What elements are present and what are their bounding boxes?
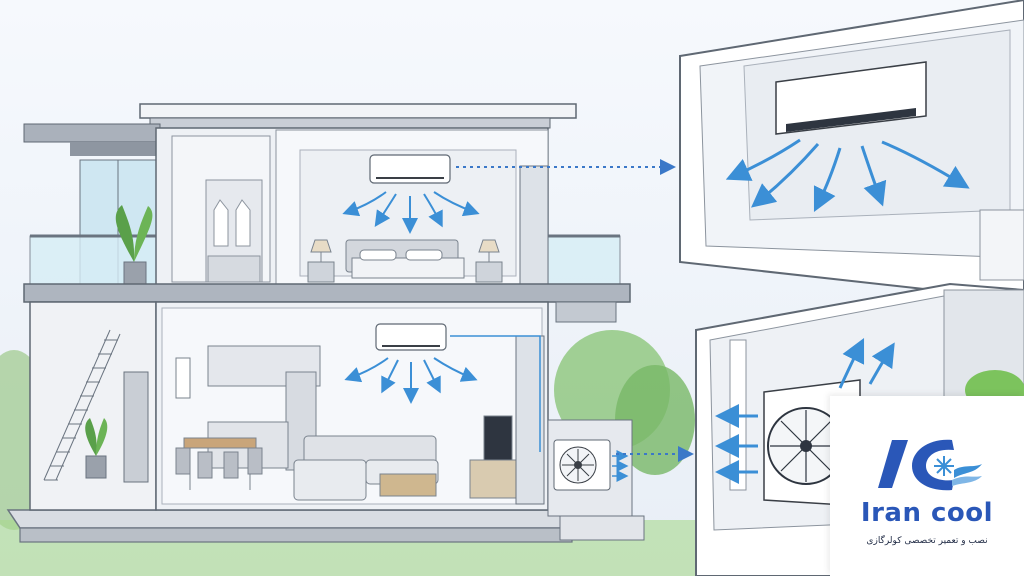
bed <box>345 239 465 279</box>
airflow-arrows-lower <box>344 357 478 404</box>
snowflake-icon <box>934 456 954 476</box>
tv-unit <box>469 415 525 499</box>
lamp-icon <box>307 239 503 283</box>
outdoor-condenser-icon <box>553 439 611 491</box>
dining-table <box>175 437 263 490</box>
sofa <box>293 435 439 501</box>
brand-tagline: نصب و تعمیر تخصصی کولرگازی <box>866 536 988 546</box>
brand-logo-card: Iran cool نصب و تعمیر تخصصی کولرگازی <box>830 396 1024 576</box>
airflow-arrows-upper <box>342 191 480 234</box>
indoor-ac-unit-icon <box>775 61 927 135</box>
roof <box>23 103 577 156</box>
plant-icon <box>115 205 153 285</box>
wardrobe-clothes <box>207 199 261 283</box>
zoom-panel-indoor-unit <box>679 0 1024 302</box>
connector-dotted-lines <box>456 159 694 462</box>
indoor-ac-unit-icon <box>375 323 447 351</box>
brand-name: Iran cool <box>860 498 994 528</box>
brand-logo-icon <box>878 439 982 491</box>
plant-icon <box>85 418 108 479</box>
indoor-ac-unit-icon <box>369 154 451 184</box>
staircase <box>43 329 121 481</box>
